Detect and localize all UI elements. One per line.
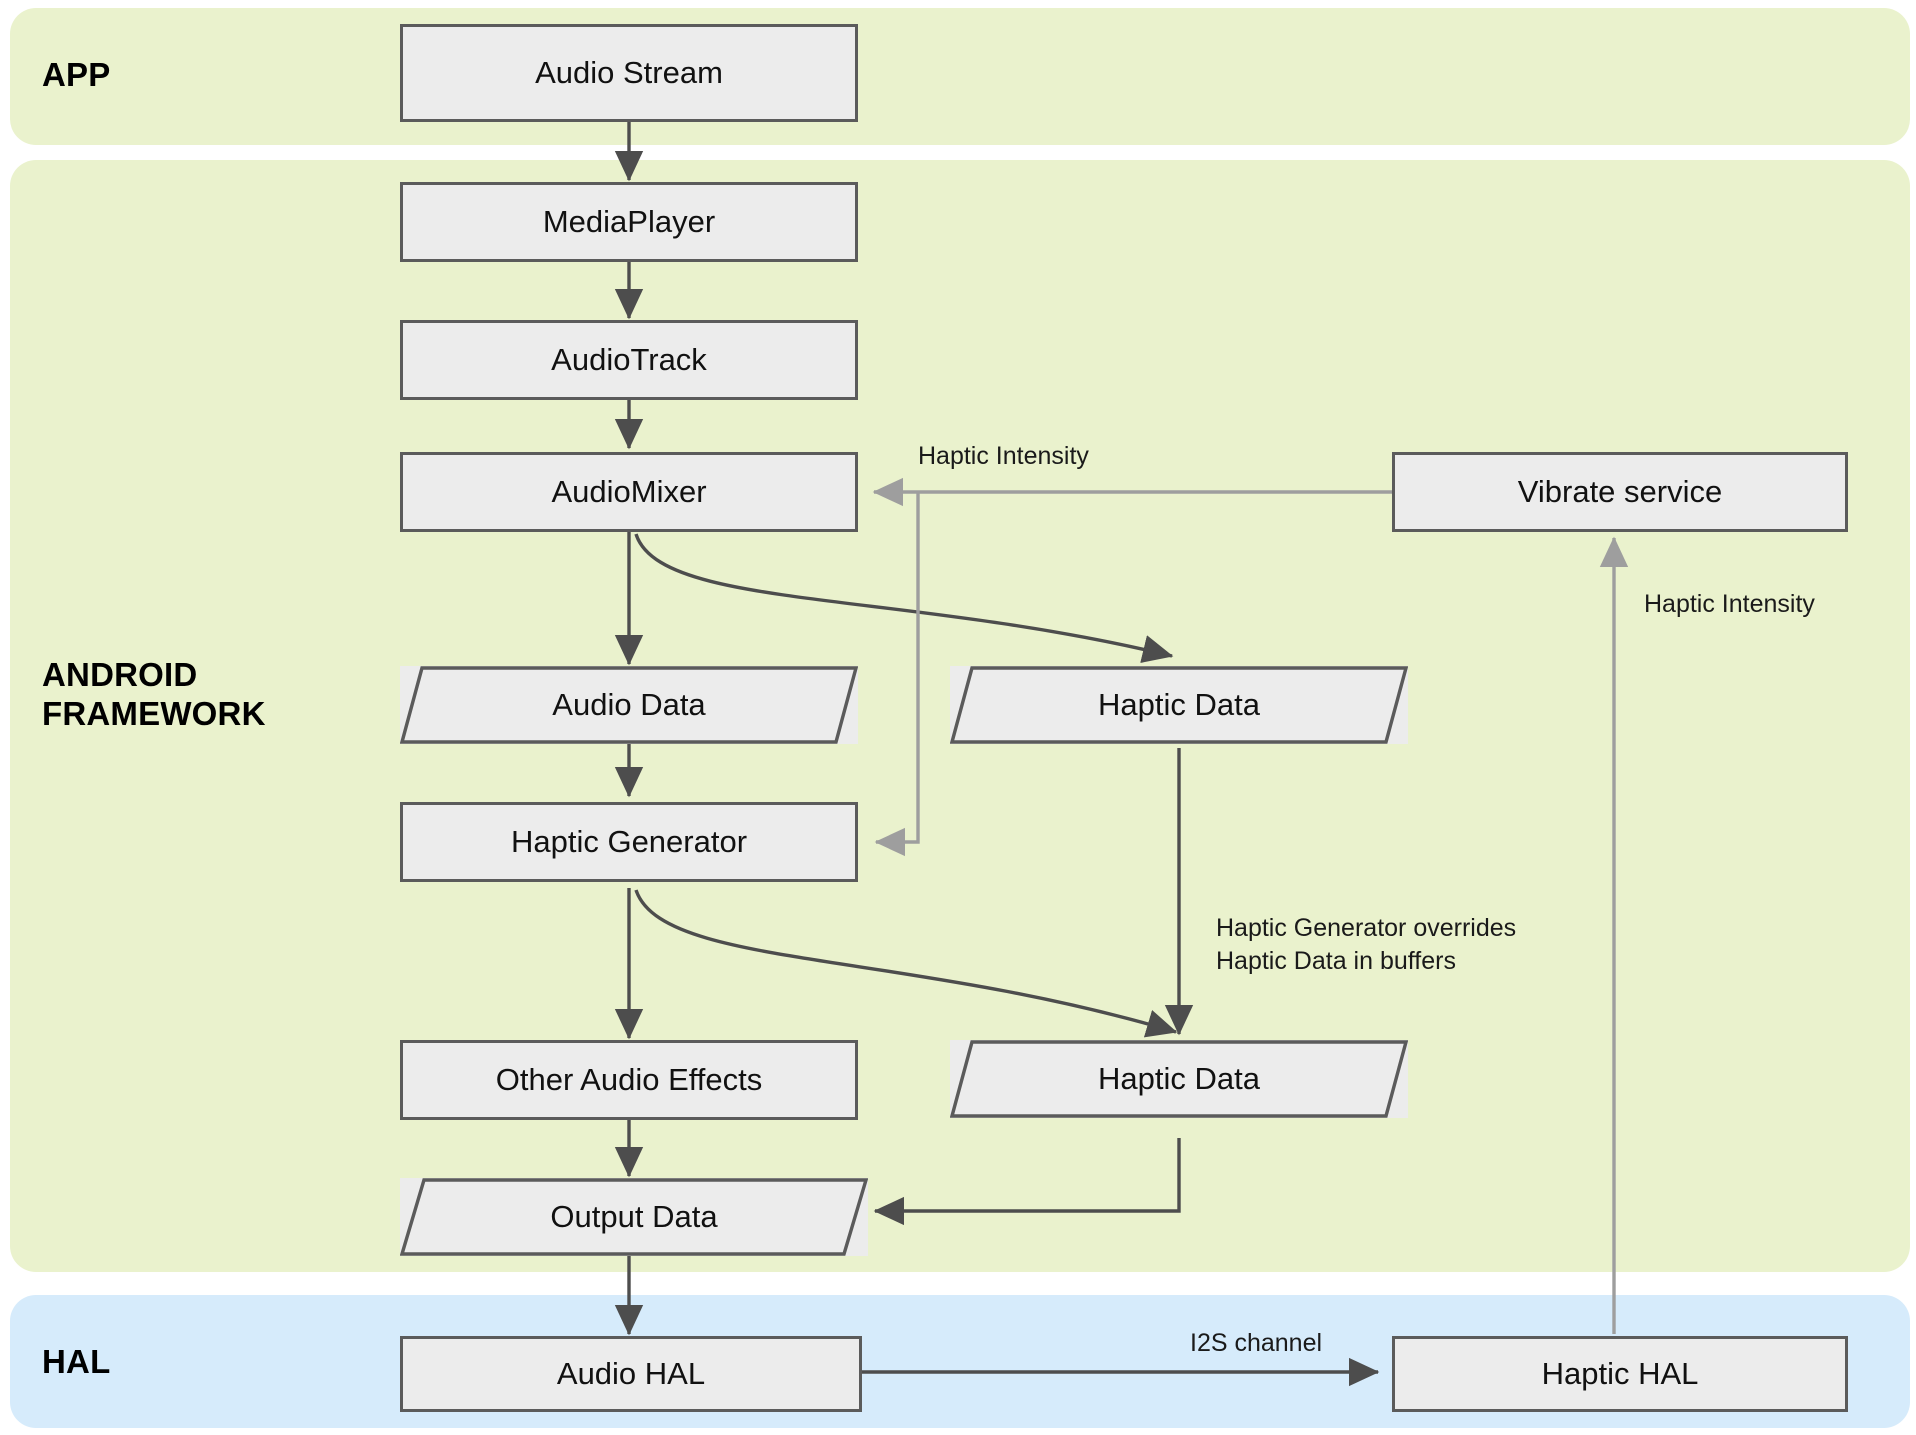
band-label-hal: HAL [42,1343,111,1380]
node-media-player[interactable]: MediaPlayer [400,182,858,262]
edge-label-haptic-intensity-hal: Haptic Intensity [1644,590,1815,618]
node-haptic-data-1[interactable]: Haptic Data [950,666,1408,744]
parallelogram-shape [950,666,1408,744]
band-app [10,8,1910,145]
node-audio-data[interactable]: Audio Data [400,666,858,744]
edge-label-overrides-note: Haptic Generator overrides Haptic Data i… [1216,914,1517,975]
node-haptic-generator[interactable]: Haptic Generator [400,802,858,882]
node-label: Audio Data [552,687,706,722]
node-label: Output Data [550,1199,718,1234]
node-vibrate-service[interactable]: Vibrate service [1392,452,1848,532]
edge-label-haptic-intensity-mixer: Haptic Intensity [918,442,1089,470]
node-other-audio-effects[interactable]: Other Audio Effects [400,1040,858,1120]
parallelogram-shape [400,666,858,744]
parallelogram-shape [400,1178,868,1256]
band-label-app: APP [42,56,111,93]
band-label-android-framework: ANDROID FRAMEWORK [42,656,266,732]
node-label: Haptic Data [1098,1061,1260,1096]
node-output-data[interactable]: Output Data [400,1178,868,1256]
node-haptic-data-2[interactable]: Haptic Data [950,1040,1408,1118]
edge-label-i2s-channel: I2S channel [1190,1329,1323,1357]
node-haptic-hal[interactable]: Haptic HAL [1392,1336,1848,1412]
node-audio-track[interactable]: AudioTrack [400,320,858,400]
node-audio-hal[interactable]: Audio HAL [400,1336,862,1412]
node-label: Haptic Data [1098,687,1260,722]
parallelogram-shape [950,1040,1408,1118]
node-audio-stream[interactable]: Audio Stream [400,24,858,122]
node-audio-mixer[interactable]: AudioMixer [400,452,858,532]
